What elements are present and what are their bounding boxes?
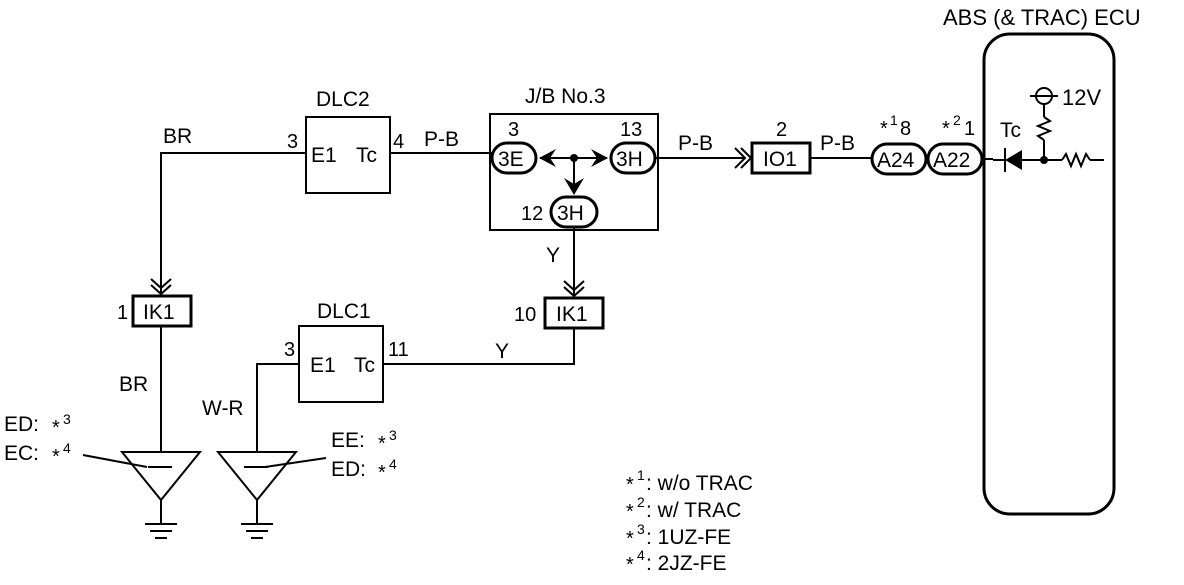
- legend-star: *: [626, 554, 634, 576]
- legend-text: : 2JZ-FE: [646, 552, 727, 575]
- ground-left-line2: EC:: [4, 442, 39, 465]
- a22-pin: 1: [964, 118, 975, 140]
- wire-y-2-label: Y: [495, 340, 509, 363]
- legend: * 1 : w/o TRAC * 2 : w/ TRAC * 3 : 1UZ-F…: [626, 467, 753, 576]
- dlc2-pin-tc: 4: [393, 131, 404, 153]
- ground-left-mark2: 4: [63, 440, 71, 456]
- a22-mark: 2: [953, 112, 961, 128]
- ground-right-line2: ED:: [331, 458, 366, 481]
- wire-br-top-label: BR: [163, 125, 192, 148]
- ground-point-icon: [215, 451, 299, 502]
- jb-connector-left-label: 3E: [498, 148, 524, 171]
- a24-mark: 1: [890, 112, 898, 128]
- dlc1-pin-e1: 3: [284, 339, 295, 361]
- jb-name: J/B No.3: [525, 85, 606, 108]
- ik1-left-pin: 1: [117, 302, 128, 324]
- plug-chevron-icon: [740, 147, 753, 169]
- jb-pin-left: 3: [508, 119, 519, 141]
- ground-right-line1: EE:: [331, 429, 365, 452]
- arrow-down-icon: [564, 178, 584, 195]
- arrow-left-icon: [539, 149, 556, 167]
- legend-mark: 3: [637, 521, 645, 537]
- a24-label: A24: [877, 149, 915, 172]
- dlc2-box: [305, 116, 391, 194]
- wire-pb-3-label: P-B: [820, 132, 855, 155]
- diode-icon: [1005, 150, 1022, 170]
- ground-right-star1: *: [378, 433, 386, 455]
- legend-star: *: [626, 528, 634, 550]
- jb-connector-bottom-label: 3H: [557, 202, 584, 225]
- jb-connector-right-label: 3H: [616, 148, 643, 171]
- legend-mark: 1: [637, 467, 645, 483]
- ground-right-mark2: 4: [389, 456, 397, 472]
- io1-pin: 2: [776, 119, 787, 141]
- ground-left-star2: *: [52, 446, 60, 468]
- jb-pin-right: 13: [620, 119, 642, 141]
- jb-connector-left: [490, 141, 538, 175]
- ground-right-mark1: 3: [389, 427, 397, 443]
- wire-pb-2-label: P-B: [678, 132, 713, 155]
- dlc2-pin-e1: 3: [287, 131, 298, 153]
- ecu-supply-label: 12V: [1062, 85, 1101, 110]
- wire-paths: [160, 152, 993, 452]
- legend-star: *: [626, 501, 634, 523]
- ecu-terminal-label: Tc: [1000, 119, 1021, 142]
- legend-mark: 4: [637, 547, 645, 563]
- a24-star: *: [880, 118, 888, 140]
- legend-mark: 2: [637, 494, 645, 510]
- dlc2-name: DLC2: [316, 88, 370, 111]
- ik1-mid-pin: 10: [514, 304, 536, 326]
- wire-wr-label: W-R: [202, 397, 244, 420]
- dlc1-e1-label: E1: [310, 354, 336, 377]
- a22-label: A22: [933, 149, 970, 172]
- a22-star: *: [942, 118, 950, 140]
- dlc1-pin-tc: 11: [388, 339, 409, 361]
- ground-right-star2: *: [378, 462, 386, 484]
- dlc1-name: DLC1: [317, 300, 371, 323]
- resistor-icon: [1061, 151, 1091, 169]
- wire-br-bottom-label: BR: [119, 373, 148, 396]
- ground-point-icon: [119, 451, 203, 502]
- dlc1-tc-label: Tc: [354, 354, 375, 377]
- ik1-left-label: IK1: [143, 301, 175, 324]
- legend-text: : w/o TRAC: [646, 472, 753, 495]
- arrow-right-icon: [591, 149, 608, 167]
- ik1-mid-label: IK1: [556, 303, 588, 326]
- ik1-left-connector: [131, 294, 193, 328]
- jb-internal-junction: [539, 149, 608, 195]
- ecu-internal-circuit: [993, 87, 1104, 172]
- ecu-title: ABS (& TRAC) ECU: [943, 5, 1141, 30]
- ground-left-mark1: 3: [63, 411, 71, 427]
- ground-right: [215, 451, 327, 539]
- dlc2-e1-label: E1: [311, 144, 337, 167]
- resistor-icon: [1035, 116, 1053, 141]
- legend-text: : 1UZ-FE: [646, 526, 731, 549]
- wire-pb-1-label: P-B: [424, 128, 459, 151]
- dlc2-tc-label: Tc: [356, 144, 377, 167]
- wire-y-1-label: Y: [546, 244, 560, 267]
- io1-label: IO1: [763, 148, 797, 171]
- jb-pin-bottom: 12: [521, 203, 543, 225]
- legend-text: : w/ TRAC: [646, 499, 741, 522]
- ground-left-line1: ED:: [4, 413, 39, 436]
- dlc1-box: [298, 325, 384, 403]
- ground-left: [82, 451, 203, 539]
- ground-left-star1: *: [52, 417, 60, 439]
- legend-star: *: [626, 474, 634, 496]
- a24-pin: 8: [900, 118, 911, 140]
